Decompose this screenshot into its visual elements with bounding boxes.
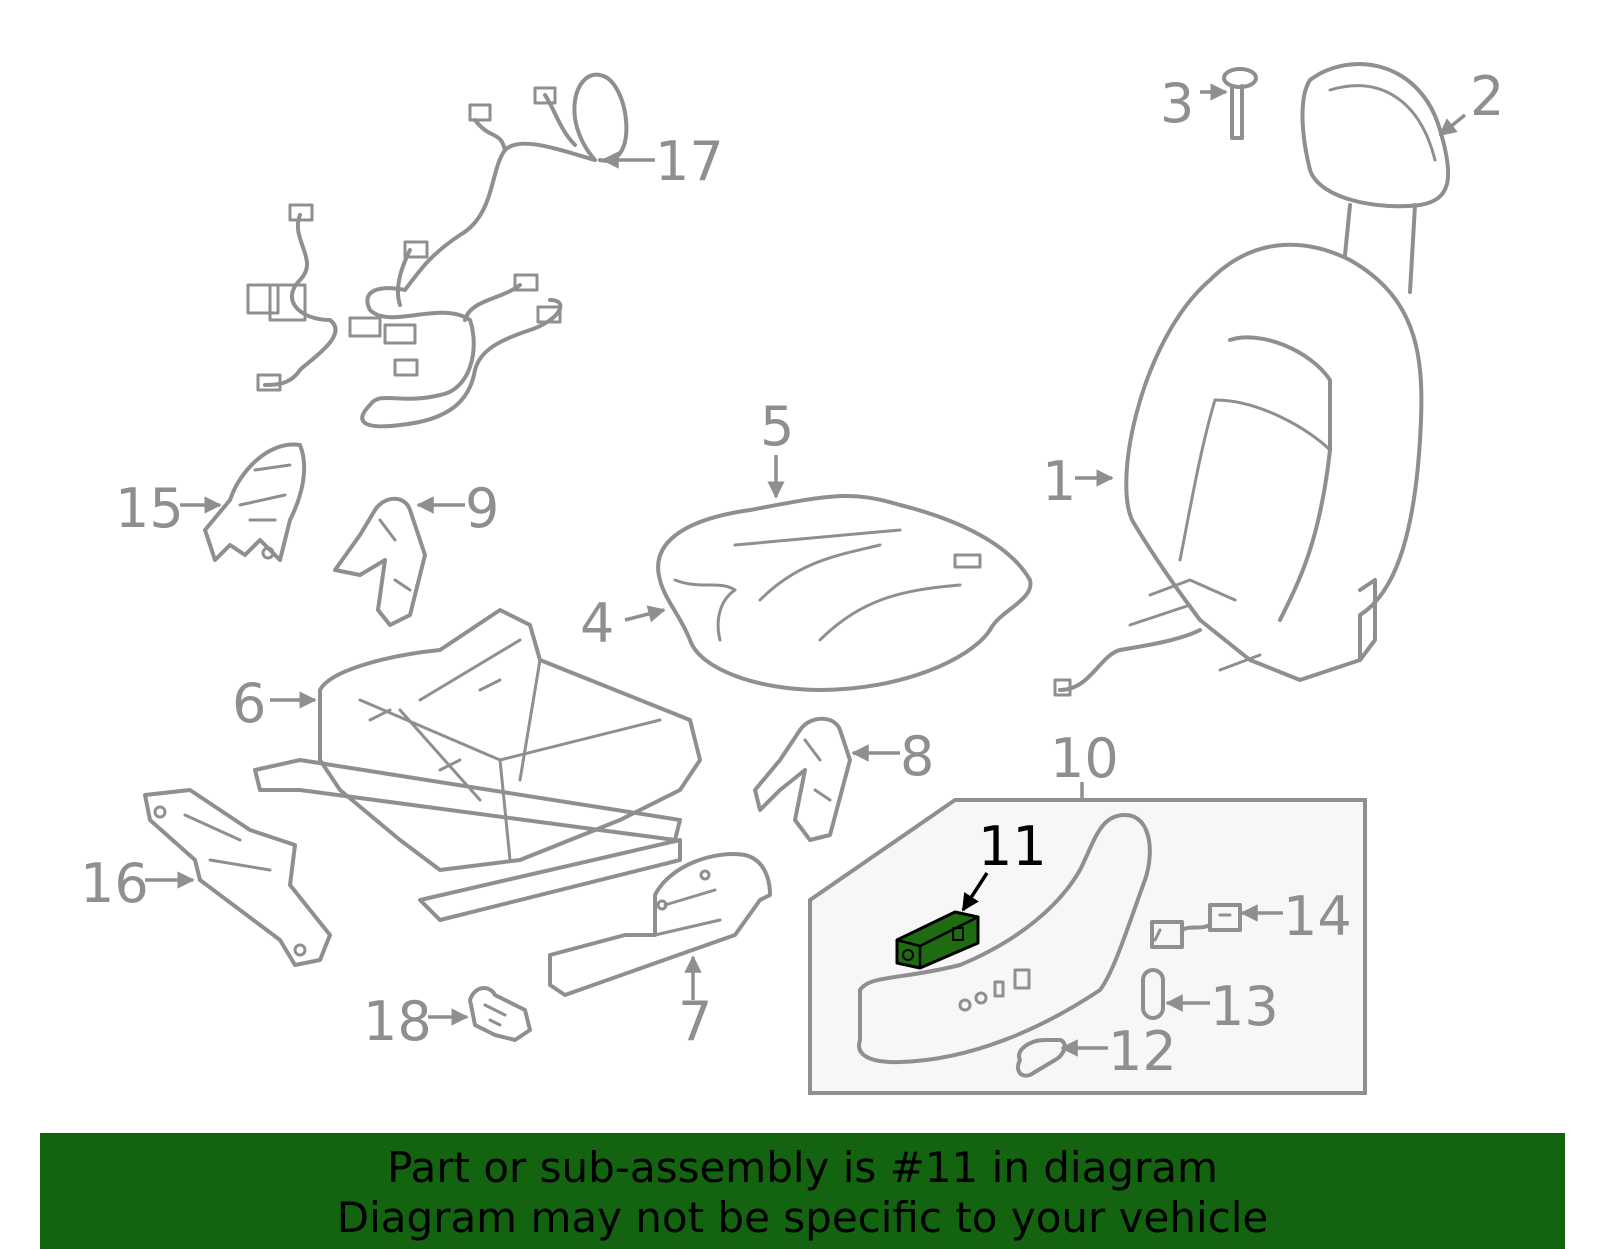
callout-label-18: 18	[363, 990, 432, 1053]
clip-part-18[interactable]	[468, 986, 532, 1042]
callout-label-11: 11	[978, 815, 1047, 878]
banner-line-1: Part or sub-assembly is #11 in diagram	[387, 1143, 1218, 1192]
push-pin-part-3[interactable]	[1222, 67, 1258, 140]
banner-line-2: Diagram may not be specific to your vehi…	[336, 1193, 1269, 1242]
callout-label-13: 13	[1210, 975, 1279, 1038]
callout-label-4: 4	[580, 592, 614, 655]
exploded-seat-diagram: 17 3 2 1	[80, 62, 1504, 1095]
headrest-part-2[interactable]	[1300, 62, 1451, 294]
wire-harness-part-17[interactable]	[246, 72, 629, 429]
bracket-part-9[interactable]	[333, 496, 427, 627]
callout-label-1: 1	[1042, 450, 1076, 513]
callout-label-3: 3	[1160, 72, 1194, 135]
bracket-part-15[interactable]	[203, 442, 307, 562]
side-trim-part-7[interactable]	[548, 852, 772, 997]
callout-label-7: 7	[678, 990, 712, 1053]
bracket-part-8[interactable]	[753, 716, 852, 842]
seat-frame-part-6[interactable]	[253, 608, 702, 922]
callout-label-17: 17	[655, 130, 724, 193]
callout-label-6: 6	[232, 672, 266, 735]
seat-back-part-1[interactable]	[1053, 242, 1424, 697]
connector-part-14[interactable]	[1150, 903, 1242, 949]
callout-label-15: 15	[115, 477, 184, 540]
callout-label-8: 8	[900, 725, 934, 788]
knob-part-13[interactable]	[1141, 968, 1165, 1020]
switch-assembly-box-part-10[interactable]	[808, 798, 1367, 1095]
callout-label-2: 2	[1470, 65, 1504, 128]
callout-label-10: 10	[1050, 727, 1119, 790]
seat-cushion-part-5[interactable]	[656, 493, 1033, 692]
callout-label-16: 16	[80, 852, 149, 915]
callout-label-12: 12	[1108, 1020, 1177, 1083]
highlighted-switch-part-11[interactable]	[895, 910, 980, 970]
callout-label-9: 9	[465, 477, 499, 540]
bracket-part-16[interactable]	[143, 788, 332, 967]
callout-label-14: 14	[1283, 885, 1352, 948]
info-banner: Part or sub-assembly is #11 in diagram D…	[40, 1133, 1565, 1249]
callout-label-5: 5	[760, 395, 794, 458]
